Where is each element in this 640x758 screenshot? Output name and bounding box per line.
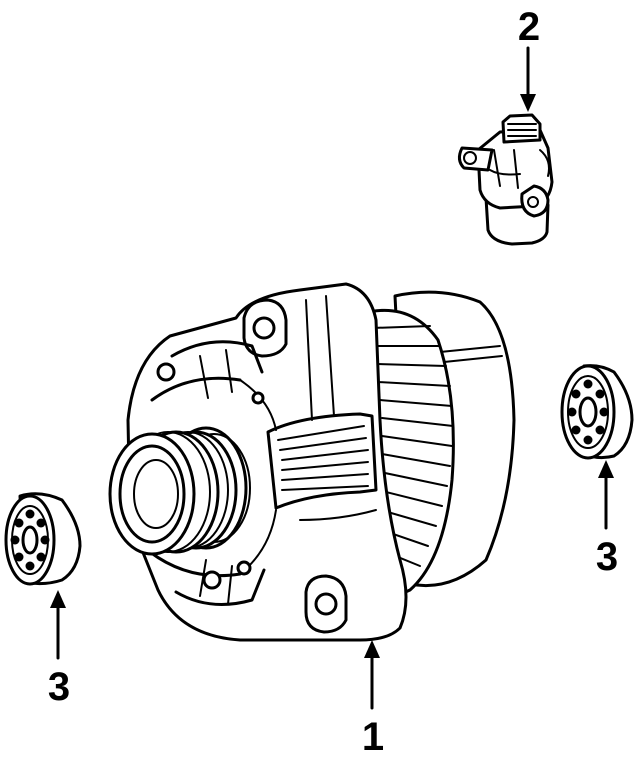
bearing-left-part [4,492,82,586]
callout-label-3-left: 3 [48,665,70,709]
callout-label-1: 1 [362,715,384,758]
callout-arrow-3-left [50,590,66,660]
alternator-part [108,282,516,642]
bearing-right-part [560,364,634,460]
callout-label-2: 2 [518,5,540,49]
voltage-regulator-part [457,113,554,246]
callout-arrow-2 [520,46,536,112]
callout-arrow-1 [364,640,380,710]
callout-arrow-3-right [598,460,614,530]
callout-label-3-right: 3 [596,535,618,579]
